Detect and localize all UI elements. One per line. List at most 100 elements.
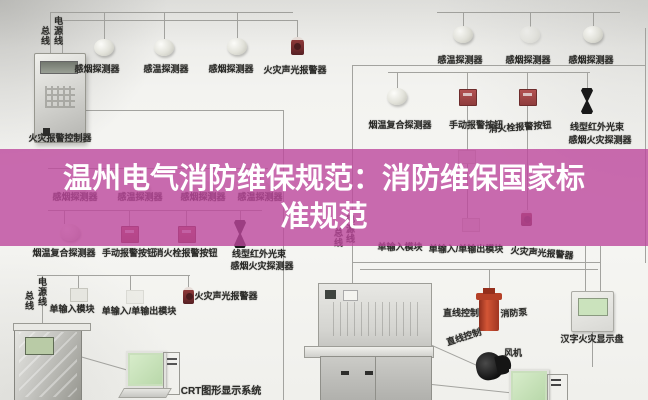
wire-line	[237, 12, 238, 39]
sound-light-alarm-label: 火灾声光报警器	[263, 65, 327, 75]
wire-line	[489, 269, 490, 295]
beam-detector-label-line2: 感烟火灾探测器	[568, 135, 632, 145]
wire-line	[84, 110, 283, 111]
fire-alarm-controller-device	[34, 53, 86, 143]
keyboard	[118, 388, 172, 398]
cabinet-base	[320, 356, 432, 400]
input-module-label: 单输入模块	[377, 242, 423, 252]
combo-detector-icon	[387, 88, 407, 105]
beam-detector-icon	[581, 88, 593, 114]
wire-line	[62, 20, 297, 21]
wire-line	[530, 12, 531, 27]
line-control-label: 直线控制	[442, 308, 480, 318]
wire-line	[50, 12, 51, 53]
heat-detector-icon	[154, 39, 174, 56]
overlay-title-line2: 准规范	[280, 200, 368, 233]
input-module-label: 单输入模块	[49, 304, 95, 314]
panel-screen	[578, 298, 608, 316]
computer-tower	[163, 352, 180, 395]
wire-line	[388, 72, 590, 73]
wire-line	[37, 275, 190, 276]
cabinet-vents	[333, 302, 419, 336]
sound-light-alarm-icon	[291, 37, 304, 55]
heat-detector-label: 感温探测器	[143, 64, 189, 74]
power-line-label: 电源线	[53, 16, 63, 46]
wire-line	[50, 12, 293, 13]
beam-detector-label-line2: 感烟火灾探测器	[230, 261, 294, 271]
title-overlay-band: 温州电气消防维保规范：消防维保国家标 准规范	[0, 149, 648, 246]
wire-line	[79, 356, 128, 371]
cabinet-screen	[25, 337, 54, 355]
input-module-icon	[70, 288, 88, 302]
sound-light-alarm-icon	[183, 287, 194, 304]
manual-call-point-label: 手动报警按钮	[448, 120, 504, 130]
sound-light-alarm-label: 火灾声光报警器	[194, 291, 258, 301]
fire-display-panel-label: 汉字火灾显示盘	[560, 334, 624, 344]
wire-line	[352, 262, 600, 263]
wire-line	[467, 72, 468, 89]
io-module-label: 单输入/单输出模块	[428, 244, 504, 254]
power-line-label: 电源线	[37, 277, 47, 307]
overlay-title-line1: 温州电气消防维保规范：消防维保国家标	[62, 162, 585, 195]
wire-line	[587, 72, 588, 88]
manual-call-point-label: 手动报警按钮	[101, 248, 157, 258]
wire-line	[188, 275, 189, 288]
wire-line	[297, 20, 298, 38]
wire-line	[437, 12, 620, 13]
line-control-label: 直线控制	[445, 326, 483, 348]
fan-label: 风机	[503, 348, 523, 358]
wire-line	[360, 269, 598, 270]
heat-detector-icon	[453, 26, 473, 43]
bus-line-label: 总线	[40, 26, 50, 46]
controller-switch	[43, 128, 50, 136]
crt-monitor	[126, 351, 166, 388]
smoke-detector-icon	[583, 26, 603, 43]
beam-detector-label-line1: 线型红外光束	[569, 122, 625, 132]
controller-screen	[40, 61, 78, 74]
wire-line	[130, 275, 131, 290]
wire-line	[593, 12, 594, 27]
wire-line	[42, 275, 43, 327]
hydrant-button-label: 消火栓报警按钮	[154, 248, 218, 258]
beam-detector-label-line1: 线型红外光束	[231, 249, 287, 259]
smoke-detector-label: 感烟探测器	[505, 55, 551, 65]
controller-label: 火灾报警控制器	[28, 133, 92, 143]
smoke-detector-icon	[94, 39, 114, 56]
wire-line	[600, 246, 601, 292]
computer-tower	[547, 374, 568, 400]
wire-line	[62, 20, 63, 53]
crt-system-label: CRT图形显示系统	[180, 386, 262, 397]
wire-line	[352, 65, 645, 66]
wire-line	[645, 28, 646, 263]
bus-line-label: 总线	[24, 291, 34, 311]
cabinet-screen	[325, 290, 336, 299]
manual-call-point-icon	[459, 89, 477, 106]
wire-line	[592, 330, 593, 367]
cabinet-label-patch	[343, 290, 358, 301]
combo-detector-label: 烟温复合探测器	[32, 248, 96, 258]
wire-line	[397, 72, 398, 88]
wire-line	[78, 275, 79, 288]
heat-detector-label: 感温探测器	[437, 55, 483, 65]
crt-monitor	[509, 369, 549, 400]
wire-line	[527, 72, 528, 89]
hydrant-button-icon	[519, 89, 537, 106]
cabinet-lid	[13, 323, 91, 331]
fire-pump-label: 消防泵	[500, 307, 528, 319]
smoke-detector-icon	[227, 38, 247, 55]
wire-line	[283, 110, 284, 400]
linkage-control-cabinet	[318, 283, 432, 351]
io-module-icon	[126, 290, 144, 304]
smoke-detector-icon	[520, 26, 540, 43]
fire-display-panel-device	[571, 291, 614, 332]
fire-pump-icon	[476, 288, 502, 331]
combo-detector-label: 烟温复合探测器	[368, 120, 432, 130]
smoke-detector-label: 感烟探测器	[208, 64, 254, 74]
wire-line	[104, 12, 105, 39]
wire-line	[463, 12, 464, 27]
wire-line	[585, 246, 586, 292]
fan-icon	[473, 349, 506, 383]
sound-light-alarm-label: 火灾声光报警器	[510, 245, 574, 261]
wire-line	[431, 384, 512, 394]
io-module-label: 单输入/单输出模块	[101, 306, 177, 316]
